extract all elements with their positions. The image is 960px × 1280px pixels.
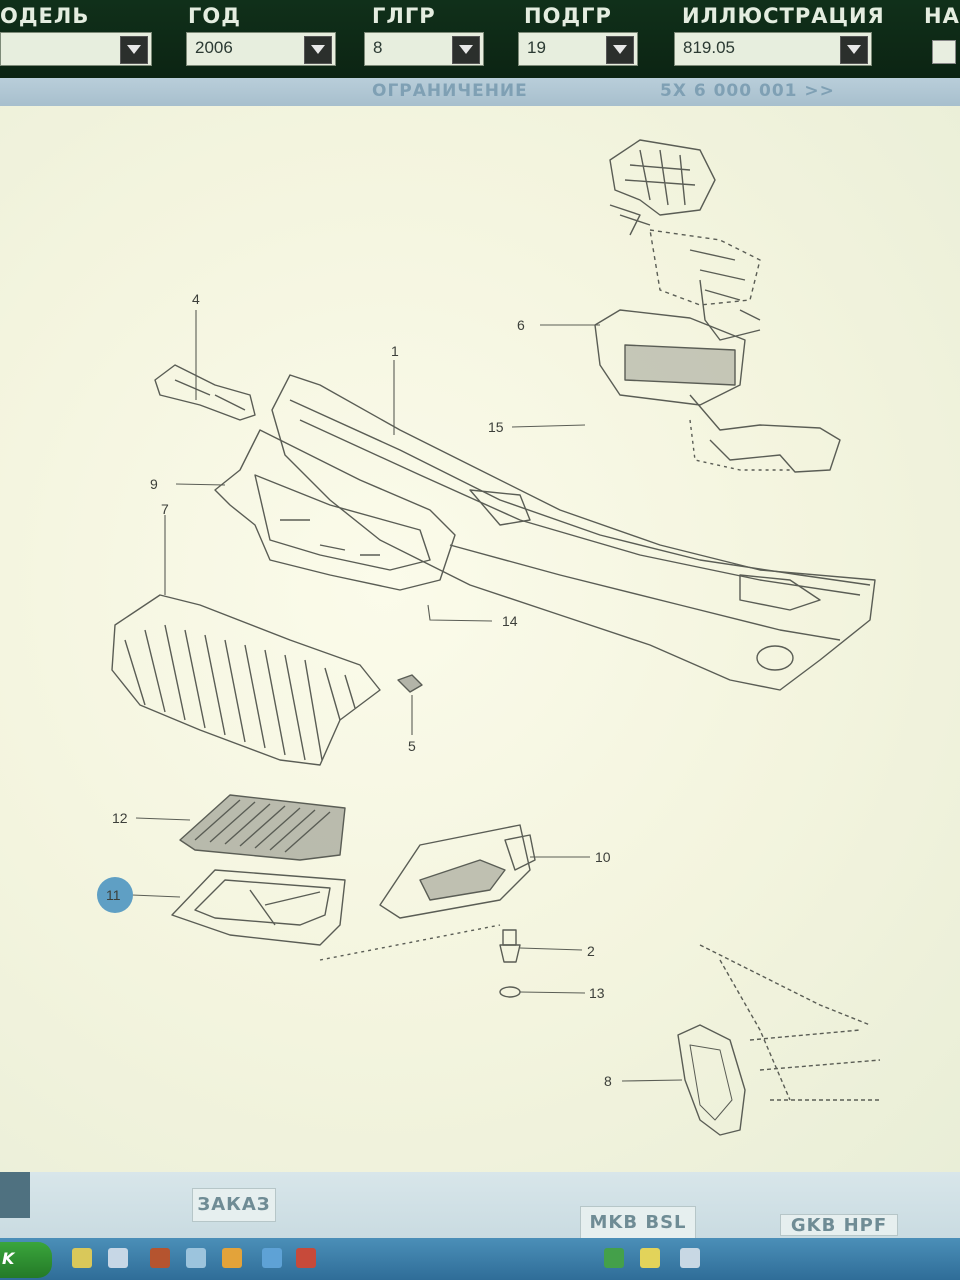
tray-network-icon[interactable] (604, 1248, 624, 1268)
illustration-dropdown-button[interactable] (840, 36, 868, 64)
sub-group-label: ПОДГР (524, 4, 612, 28)
callout-15[interactable]: 15 (488, 419, 504, 435)
bottom-left-panel (0, 1172, 30, 1218)
model-dropdown-button[interactable] (120, 36, 148, 64)
part-2-13-drawing (499, 929, 521, 998)
chevron-down-icon (127, 45, 141, 54)
illustration-canvas: 1 2 4 5 6 7 8 9 10 11 12 13 14 15 (0, 106, 960, 1172)
leader-lines (131, 310, 683, 1082)
media-icon[interactable] (150, 1248, 170, 1268)
main-group-filter: ГЛГР (372, 4, 436, 28)
bottom-action-bar: ЗАКАЗ MKB BSL GKB HPF (0, 1172, 960, 1240)
illustration-label: ИЛЛЮСТРАЦИЯ (682, 4, 885, 28)
restriction-strip: ОГРАНИЧЕНИЕ 5X 6 000 001 >> (0, 78, 960, 106)
callout-9[interactable]: 9 (150, 476, 158, 492)
sub-group-dropdown-button[interactable] (606, 36, 634, 64)
model-label: ОДЕЛЬ (0, 4, 90, 28)
main-group-select[interactable]: 8 (364, 32, 484, 66)
upper-bracket-drawing (609, 139, 761, 341)
part-12-drawing (179, 794, 346, 861)
callout-10[interactable]: 10 (595, 849, 611, 865)
part-11-drawing (171, 869, 501, 961)
explorer-icon[interactable] (262, 1248, 282, 1268)
year-filter: ГОД (188, 4, 241, 28)
illustration-value: 819.05 (683, 38, 735, 57)
tray-security-icon[interactable] (680, 1248, 700, 1268)
start-button[interactable]: K (0, 1242, 52, 1278)
callout-11[interactable]: 11 (106, 887, 121, 903)
callout-14[interactable]: 14 (502, 613, 518, 629)
extra-label: НА (924, 4, 960, 28)
restriction-label: ОГРАНИЧЕНИЕ (372, 81, 528, 101)
callout-7[interactable]: 7 (161, 501, 169, 517)
chevron-down-icon (847, 45, 861, 54)
year-dropdown-button[interactable] (304, 36, 332, 64)
sub-group-value: 19 (527, 38, 546, 57)
app-icon[interactable] (222, 1248, 242, 1268)
extra-filter: НА (924, 4, 960, 28)
part-5-drawing (397, 674, 423, 693)
printer-icon[interactable] (108, 1248, 128, 1268)
part-9-drawing (214, 429, 456, 591)
callout-12[interactable]: 12 (112, 810, 128, 826)
gearbox-code-button[interactable]: GKB HPF (780, 1214, 898, 1236)
tray-volume-icon[interactable] (640, 1248, 660, 1268)
callout-2[interactable]: 2 (587, 943, 595, 959)
callout-4[interactable]: 4 (192, 291, 200, 307)
main-group-dropdown-button[interactable] (452, 36, 480, 64)
folder-icon[interactable] (72, 1248, 92, 1268)
sub-group-filter: ПОДГР (524, 4, 612, 28)
year-select[interactable]: 2006 (186, 32, 336, 66)
windows-taskbar: K (0, 1238, 960, 1280)
part-10-drawing (379, 824, 536, 919)
chevron-down-icon (311, 45, 325, 54)
callout-labels: 1 2 4 5 6 7 8 9 10 11 12 13 14 15 (97, 291, 612, 1089)
year-value: 2006 (195, 38, 233, 57)
callout-1[interactable]: 1 (391, 343, 399, 359)
part-1-drawing (271, 374, 876, 691)
main-group-label: ГЛГР (372, 4, 436, 28)
start-label: K (2, 1249, 15, 1268)
part-4-drawing (154, 364, 256, 421)
part-6-drawing (594, 309, 841, 473)
callout-6[interactable]: 6 (517, 317, 525, 333)
sub-group-select[interactable]: 19 (518, 32, 638, 66)
callout-8[interactable]: 8 (604, 1073, 612, 1089)
exploded-parts-diagram: 1 2 4 5 6 7 8 9 10 11 12 13 14 15 (97, 139, 881, 1136)
year-label: ГОД (188, 4, 241, 28)
order-button[interactable]: ЗАКАЗ (192, 1188, 276, 1222)
part-7-drawing (111, 594, 381, 766)
tool-icon[interactable] (296, 1248, 316, 1268)
callout-5[interactable]: 5 (408, 738, 416, 754)
illustration-filter: ИЛЛЮСТРАЦИЯ (682, 4, 885, 28)
selected-callout-marker[interactable] (97, 877, 133, 913)
filter-bar: ОДЕЛЬ ГОД 2006 ГЛГР 8 ПОДГР (0, 0, 960, 78)
chevron-down-icon (459, 45, 473, 54)
chassis-range[interactable]: 5X 6 000 001 >> (660, 81, 835, 101)
engine-gearbox-button[interactable]: MKB BSL (580, 1206, 696, 1240)
callout-13[interactable]: 13 (589, 985, 605, 1001)
main-group-value: 8 (373, 38, 383, 57)
chevron-down-icon (613, 45, 627, 54)
part-8-drawing (677, 944, 881, 1136)
model-filter: ОДЕЛЬ (0, 4, 89, 28)
illustration-select[interactable]: 819.05 (674, 32, 872, 66)
browser-icon[interactable] (186, 1248, 206, 1268)
extra-checkbox[interactable] (932, 40, 956, 64)
model-select[interactable] (0, 32, 152, 66)
